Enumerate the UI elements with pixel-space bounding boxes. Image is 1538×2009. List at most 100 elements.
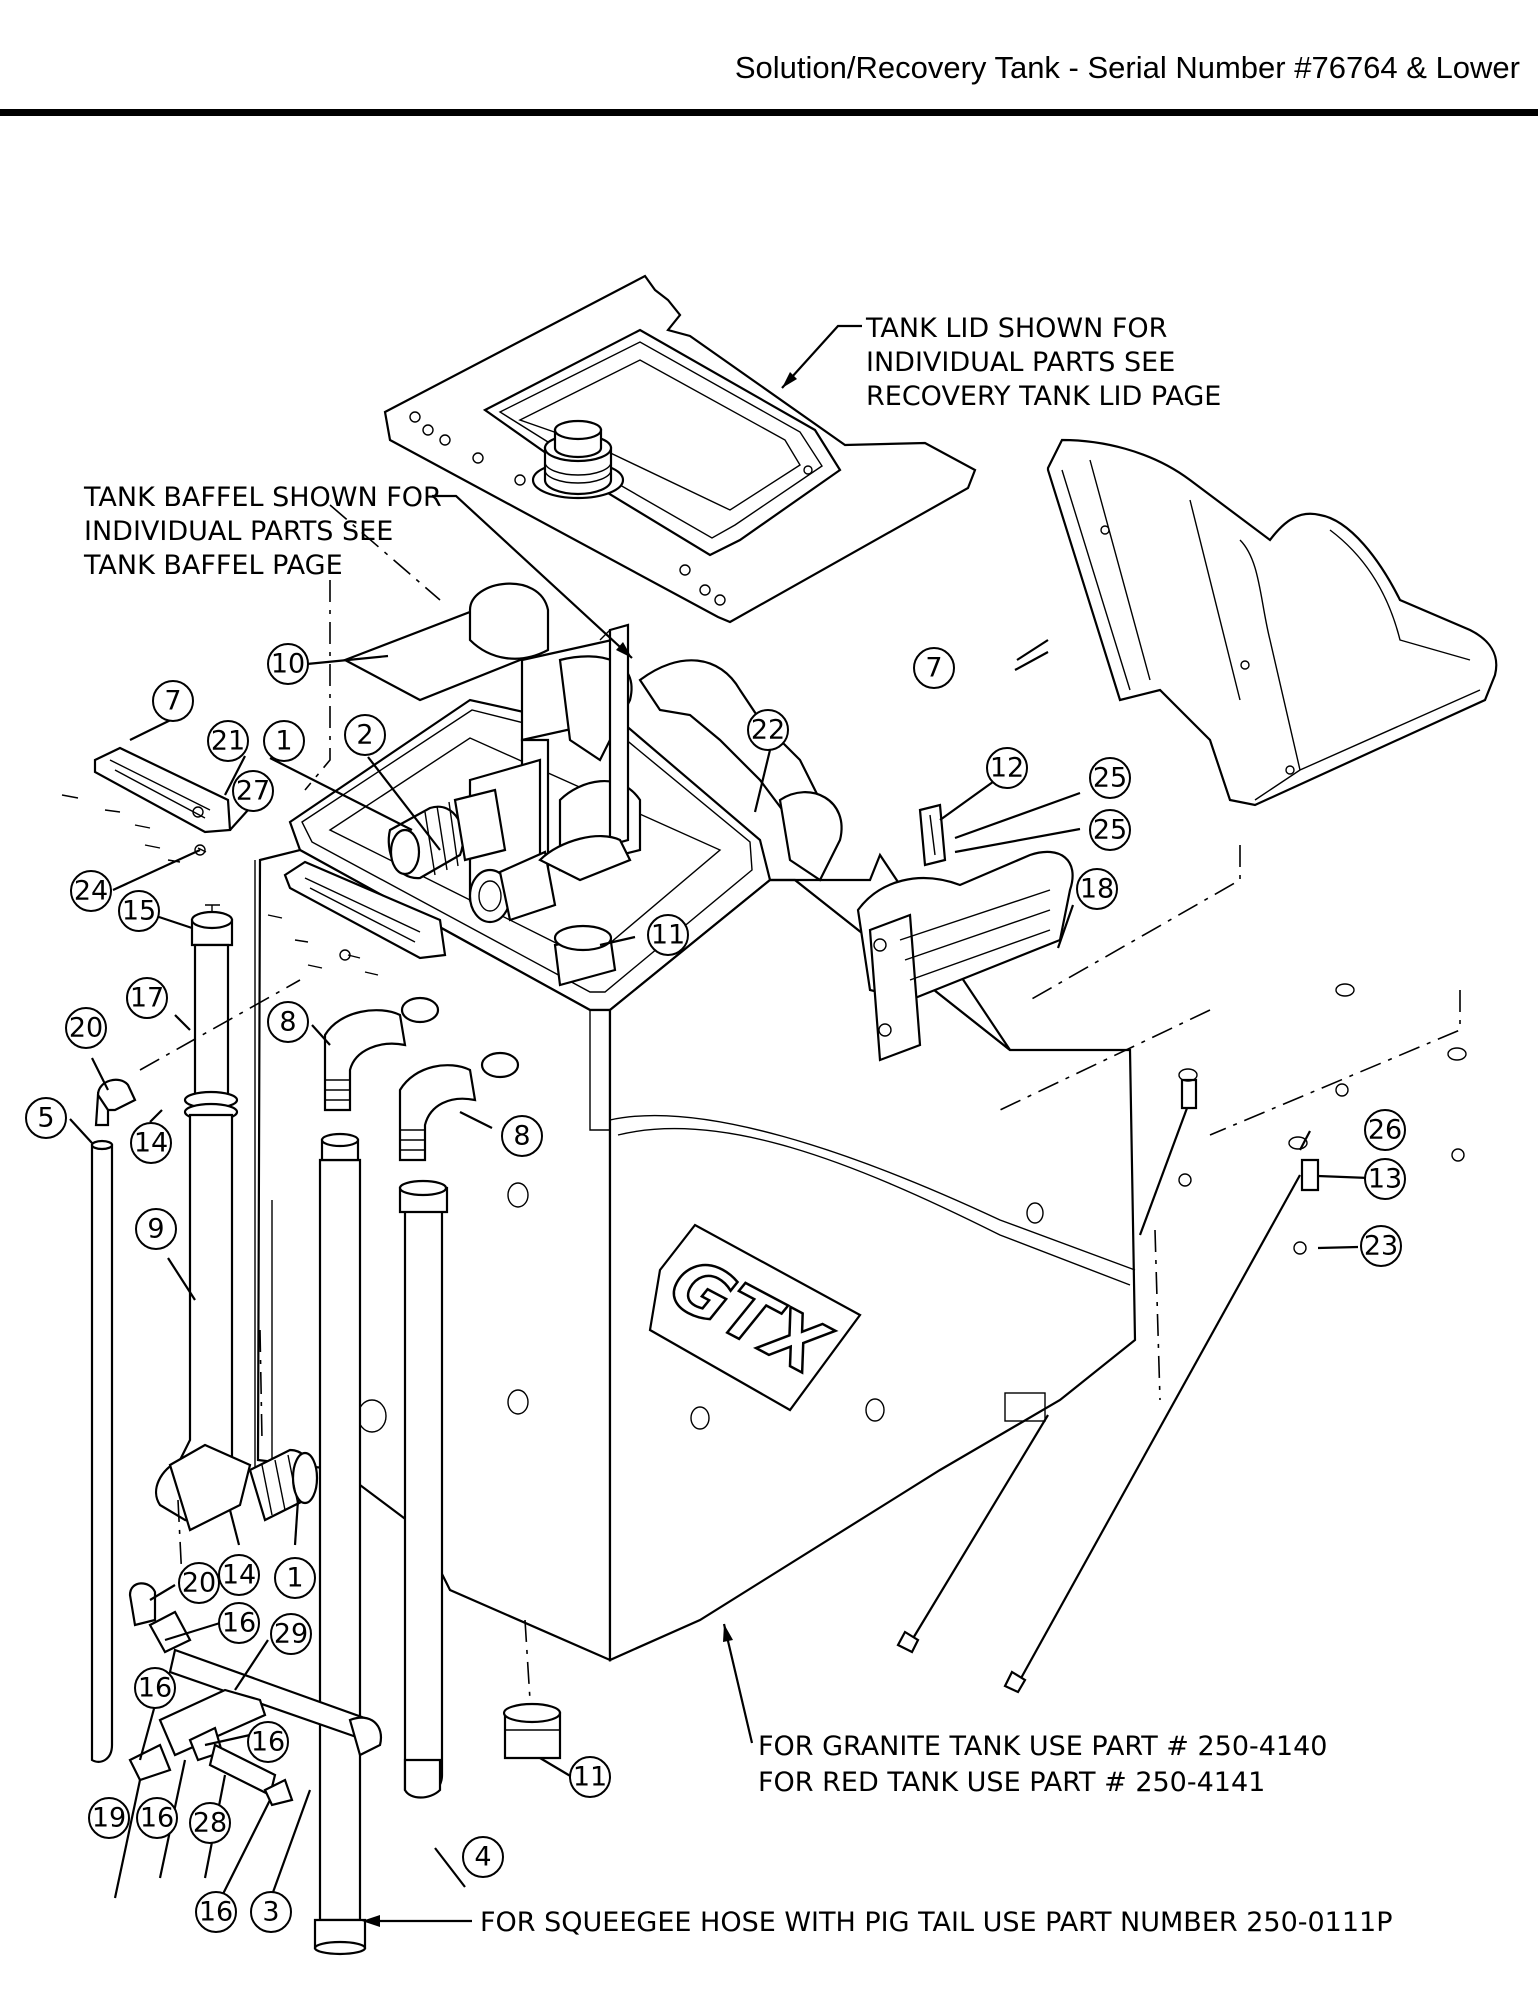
page-title: Solution/Recovery Tank - Serial Number #… xyxy=(734,50,1520,85)
callout-7-left-label: 7 xyxy=(164,686,181,717)
callout-29-label: 29 xyxy=(274,1619,308,1650)
note-tank-baffel: TANK BAFFEL SHOWN FOR INDIVIDUAL PARTS S… xyxy=(83,482,633,659)
callout-5-label: 5 xyxy=(37,1103,54,1134)
callout-21: 21 xyxy=(207,720,249,762)
callout-14-lower-label: 14 xyxy=(222,1560,256,1591)
callout-8-right-label: 8 xyxy=(513,1121,530,1152)
callout-22-label: 22 xyxy=(751,715,785,746)
callout-5: 5 xyxy=(25,1097,67,1139)
callout-15-label: 15 xyxy=(122,896,156,927)
callout-1-top-label: 1 xyxy=(275,726,292,757)
callout-11-top-label: 11 xyxy=(651,920,685,951)
callout-16-e: 16 xyxy=(195,1891,237,1933)
callout-20-lower-label: 20 xyxy=(182,1568,216,1599)
page-header: Solution/Recovery Tank - Serial Number #… xyxy=(0,0,1538,120)
callout-18: 18 xyxy=(1076,868,1118,910)
note-tank-lid-line1: TANK LID SHOWN FOR xyxy=(865,313,1167,344)
callout-22: 22 xyxy=(747,709,789,751)
left-bracket-assembly xyxy=(61,746,447,976)
callout-23-label: 23 xyxy=(1364,1231,1398,1262)
callout-16-b-label: 16 xyxy=(138,1673,172,1704)
callout-24-label: 24 xyxy=(74,876,108,907)
callout-7-left: 7 xyxy=(152,680,194,722)
callout-24: 24 xyxy=(70,870,112,912)
callout-19-label: 19 xyxy=(92,1803,126,1834)
callout-11-lower: 11 xyxy=(569,1756,611,1798)
callout-1-lower-label: 1 xyxy=(286,1563,303,1594)
callout-12-label: 12 xyxy=(990,753,1024,784)
top-fittings xyxy=(387,788,632,987)
center-lines xyxy=(139,504,1461,1701)
header-divider xyxy=(0,109,1538,116)
callout-8-right: 8 xyxy=(501,1115,543,1157)
callout-17-label: 17 xyxy=(130,983,164,1014)
note-squeegee-hose-text: FOR SQUEEGEE HOSE WITH PIG TAIL USE PART… xyxy=(480,1907,1393,1938)
callout-16-d: 16 xyxy=(136,1797,178,1839)
note-tank-baffel-line1: TANK BAFFEL SHOWN FOR xyxy=(83,482,442,513)
callout-14-upper: 14 xyxy=(130,1122,172,1164)
note-tank-baffel-line2: INDIVIDUAL PARTS SEE xyxy=(84,516,393,547)
callout-20-lower: 20 xyxy=(178,1562,220,1604)
callout-16-d-label: 16 xyxy=(140,1803,174,1834)
note-tank-lid-line2: INDIVIDUAL PARTS SEE xyxy=(866,347,1175,378)
callout-28: 28 xyxy=(189,1802,231,1844)
right-panel xyxy=(1046,438,1498,807)
callout-10-label: 10 xyxy=(271,649,305,680)
callout-7-right-label: 7 xyxy=(925,653,942,684)
callout-14-lower: 14 xyxy=(218,1554,260,1596)
callout-18-label: 18 xyxy=(1080,874,1114,905)
callout-11-top: 11 xyxy=(647,914,689,956)
callout-26-label: 26 xyxy=(1368,1115,1402,1146)
rear-bracket-assembly xyxy=(856,803,1074,1062)
tank-baffle xyxy=(342,582,843,902)
note-squeegee-hose: FOR SQUEEGEE HOSE WITH PIG TAIL USE PART… xyxy=(362,1907,1393,1938)
note-tank-part-line2: FOR RED TANK USE PART # 250-4141 xyxy=(758,1767,1265,1798)
callout-9: 9 xyxy=(135,1208,177,1250)
callout-17: 17 xyxy=(126,977,168,1019)
callout-23: 23 xyxy=(1360,1225,1402,1267)
callout-1-lower: 1 xyxy=(274,1557,316,1599)
callout-13-label: 13 xyxy=(1368,1164,1402,1195)
callout-19: 19 xyxy=(88,1797,130,1839)
note-tank-baffel-line3: TANK BAFFEL PAGE xyxy=(83,550,343,581)
callout-8-left-label: 8 xyxy=(279,1007,296,1038)
callout-7-right: 7 xyxy=(913,647,955,689)
callout-2-label: 2 xyxy=(356,720,373,751)
callout-3: 3 xyxy=(250,1891,292,1933)
callout-9-label: 9 xyxy=(147,1214,164,1245)
callout-16-e-label: 16 xyxy=(199,1897,233,1928)
callout-10: 10 xyxy=(267,643,309,685)
callout-20-upper-label: 20 xyxy=(69,1013,103,1044)
callout-25-upper: 25 xyxy=(1089,757,1131,799)
callout-2: 2 xyxy=(344,714,386,756)
callout-27-label: 27 xyxy=(236,776,270,807)
callout-1-top: 1 xyxy=(263,720,305,762)
note-tank-part-numbers: FOR GRANITE TANK USE PART # 250-4140 FOR… xyxy=(722,1623,1327,1798)
callout-25-upper-label: 25 xyxy=(1093,763,1127,794)
note-tank-part-line1: FOR GRANITE TANK USE PART # 250-4140 xyxy=(758,1731,1327,1762)
callout-27: 27 xyxy=(232,770,274,812)
note-tank-lid: TANK LID SHOWN FOR INDIVIDUAL PARTS SEE … xyxy=(781,313,1221,412)
hose-assembly xyxy=(90,904,562,1956)
callout-13: 13 xyxy=(1364,1158,1406,1200)
callout-15: 15 xyxy=(118,890,160,932)
callout-11-lower-label: 11 xyxy=(573,1762,607,1793)
callout-16-a-label: 16 xyxy=(222,1608,256,1639)
callout-29: 29 xyxy=(270,1613,312,1655)
note-tank-lid-line3: RECOVERY TANK LID PAGE xyxy=(866,381,1221,412)
callout-25-lower-label: 25 xyxy=(1093,815,1127,846)
callout-21-label: 21 xyxy=(211,726,245,757)
callout-4: 4 xyxy=(462,1836,504,1878)
callout-16-a: 16 xyxy=(218,1602,260,1644)
callout-25-lower: 25 xyxy=(1089,809,1131,851)
tether-cables xyxy=(896,983,1467,1694)
tank-body: GTX xyxy=(254,693,1137,1662)
tank-lid xyxy=(383,274,977,624)
callouts: 10 7 7 21 1 2 22 12 25 25 27 24 15 11 18… xyxy=(25,639,1406,1933)
callout-16-b: 16 xyxy=(134,1667,176,1709)
callout-20-upper: 20 xyxy=(65,1007,107,1049)
callout-28-label: 28 xyxy=(193,1808,227,1839)
callout-16-c-label: 16 xyxy=(251,1727,285,1758)
callout-3-label: 3 xyxy=(262,1897,279,1928)
